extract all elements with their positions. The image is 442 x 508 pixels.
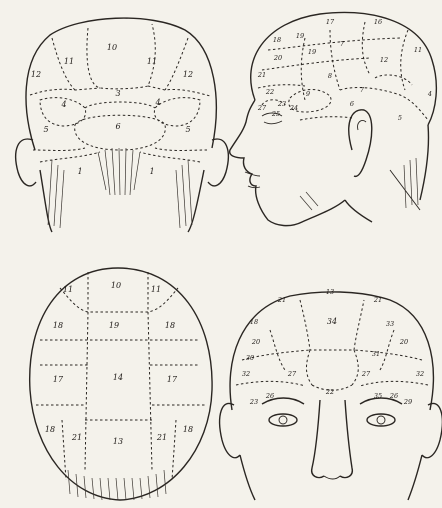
region-label: 17 (326, 18, 335, 26)
region-label: 11 (414, 46, 422, 54)
side-view-labels: 18 17 16 11 19 20 19 7 12 21 8 9 7 22 23… (257, 18, 432, 122)
region-label: 11 (63, 285, 73, 294)
region-label: 26 (389, 392, 398, 400)
region-label: 20 (273, 54, 282, 62)
region-label: 23 (277, 100, 286, 108)
region-label: 31 (372, 350, 380, 358)
back-view-labels: 10 11 11 12 12 3 4 4 5 5 6 1 1 (31, 43, 193, 176)
region-label: 34 (327, 317, 337, 326)
region-label: 5 (43, 125, 48, 134)
region-label: 16 (374, 18, 382, 26)
region-label: 24 (289, 104, 298, 112)
region-label: 32 (416, 370, 424, 378)
region-label: 4 (427, 90, 432, 98)
region-label: 11 (64, 57, 74, 66)
region-label: 18 (183, 425, 193, 434)
region-label: 18 (53, 321, 63, 330)
region-label: 13 (326, 288, 334, 296)
region-label: 10 (111, 281, 121, 290)
region-label: 26 (265, 392, 274, 400)
region-label: 1 (149, 167, 154, 176)
region-label: 30 (246, 354, 254, 362)
region-label: 27 (287, 370, 297, 378)
region-label: 13 (113, 437, 123, 446)
region-label: 12 (31, 70, 41, 79)
region-label: 35 (374, 392, 382, 400)
region-label: 20 (251, 338, 260, 346)
region-label: 27 (361, 370, 371, 378)
region-label: 4 (60, 100, 66, 109)
region-label: 21 (373, 296, 382, 304)
region-label: 8 (328, 72, 332, 80)
region-label: 6 (350, 100, 354, 108)
region-label: 32 (242, 370, 250, 378)
region-label: 22 (325, 388, 334, 396)
top-view-labels: 11 10 11 18 19 18 17 14 17 18 21 13 21 1… (45, 281, 193, 446)
region-label: 21 (156, 433, 167, 442)
region-label: 18 (165, 321, 175, 330)
region-label: 22 (265, 88, 274, 96)
region-label: 5 (398, 114, 402, 122)
front-view-labels: 21 13 21 18 34 33 20 20 30 31 32 27 27 3… (242, 288, 424, 406)
region-label: 17 (167, 375, 178, 384)
side-view-head (230, 13, 437, 226)
region-label: 19 (296, 32, 304, 40)
region-label: 33 (386, 320, 394, 328)
region-label: 20 (399, 338, 408, 346)
region-label: 3 (115, 89, 120, 98)
region-label: 23 (249, 398, 258, 406)
region-label: 11 (147, 57, 157, 66)
region-label: 9 (306, 90, 310, 98)
region-label: 21 (277, 296, 286, 304)
region-label: 5 (185, 125, 190, 134)
region-label: 18 (45, 425, 55, 434)
region-label: 27 (257, 104, 267, 112)
region-label: 18 (250, 318, 258, 326)
region-label: 25 (271, 110, 280, 118)
region-label: 17 (53, 375, 64, 384)
region-label: 12 (183, 70, 193, 79)
region-label: 14 (113, 373, 123, 382)
region-label: 19 (109, 321, 119, 330)
region-label: 7 (360, 86, 365, 94)
region-label: 18 (273, 36, 281, 44)
region-label: 6 (115, 122, 120, 131)
region-label: 29 (403, 398, 412, 406)
region-label: 4 (154, 98, 160, 107)
region-label: 21 (71, 433, 82, 442)
region-label: 10 (107, 43, 117, 52)
top-view-head (30, 268, 212, 500)
region-label: 11 (151, 285, 161, 294)
region-label: 21 (257, 71, 266, 79)
region-label: 12 (380, 56, 388, 64)
region-label: 1 (77, 167, 82, 176)
region-label: 19 (308, 48, 316, 56)
